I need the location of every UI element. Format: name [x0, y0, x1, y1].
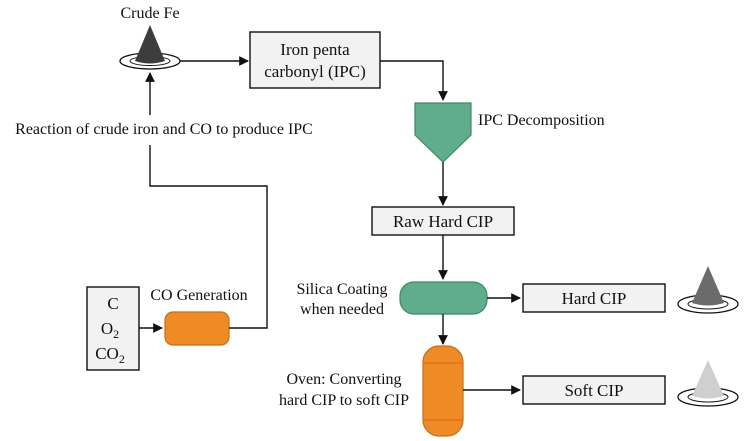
crude-fe-icon: [119, 25, 181, 70]
ipc-box: Iron penta carbonyl (IPC): [249, 31, 381, 89]
ipc-decomposition-label: IPC Decomposition: [478, 112, 605, 129]
gas-o2-subscript: 2: [113, 327, 119, 341]
ipc-label-line2: carbonyl (IPC): [264, 62, 366, 81]
gas-co2-label: CO2: [95, 344, 125, 366]
co-generation-label: CO Generation: [150, 287, 247, 304]
arrow-ipc-to-hopper: [380, 60, 448, 101]
hard-cip-label: Hard CIP: [562, 289, 627, 308]
gas-c-label: C: [107, 294, 118, 313]
silica-coating-vessel-icon: [399, 281, 488, 315]
gas-o2-label: O2: [101, 319, 119, 341]
reaction-label: Reaction of crude iron and CO to produce…: [15, 121, 313, 138]
silica-coating-label-line1: Silica Coating: [296, 281, 387, 298]
gas-source-box: C O2 CO2: [86, 286, 140, 371]
silica-coating-label-line2: when needed: [300, 301, 384, 318]
gas-o2-base: O: [101, 319, 113, 338]
co-generation-reactor-icon: [164, 311, 230, 346]
raw-hard-cip-box: Raw Hard CIP: [371, 206, 515, 236]
gas-co2-base: CO: [95, 344, 119, 363]
oven-label-line1: Oven: Converting: [286, 371, 401, 388]
soft-cip-label: Soft CIP: [564, 381, 623, 400]
arrow-cogen-to-crudefe: [149, 145, 268, 329]
hard-cip-box: Hard CIP: [522, 283, 666, 313]
ipc-label-line1: Iron penta: [280, 40, 350, 59]
raw-hard-cip-label: Raw Hard CIP: [393, 212, 493, 231]
soft-cip-cone-icon: [677, 360, 739, 407]
oven-label-line2: hard CIP to soft CIP: [279, 392, 409, 409]
crude-fe-label: Crude Fe: [120, 5, 179, 22]
gas-co2-subscript: 2: [119, 352, 125, 366]
oven-vessel-icon: [422, 345, 464, 437]
hard-cip-cone-icon: [677, 266, 739, 314]
ipc-decomposition-hopper-icon: [414, 102, 472, 163]
soft-cip-box: Soft CIP: [522, 375, 666, 405]
